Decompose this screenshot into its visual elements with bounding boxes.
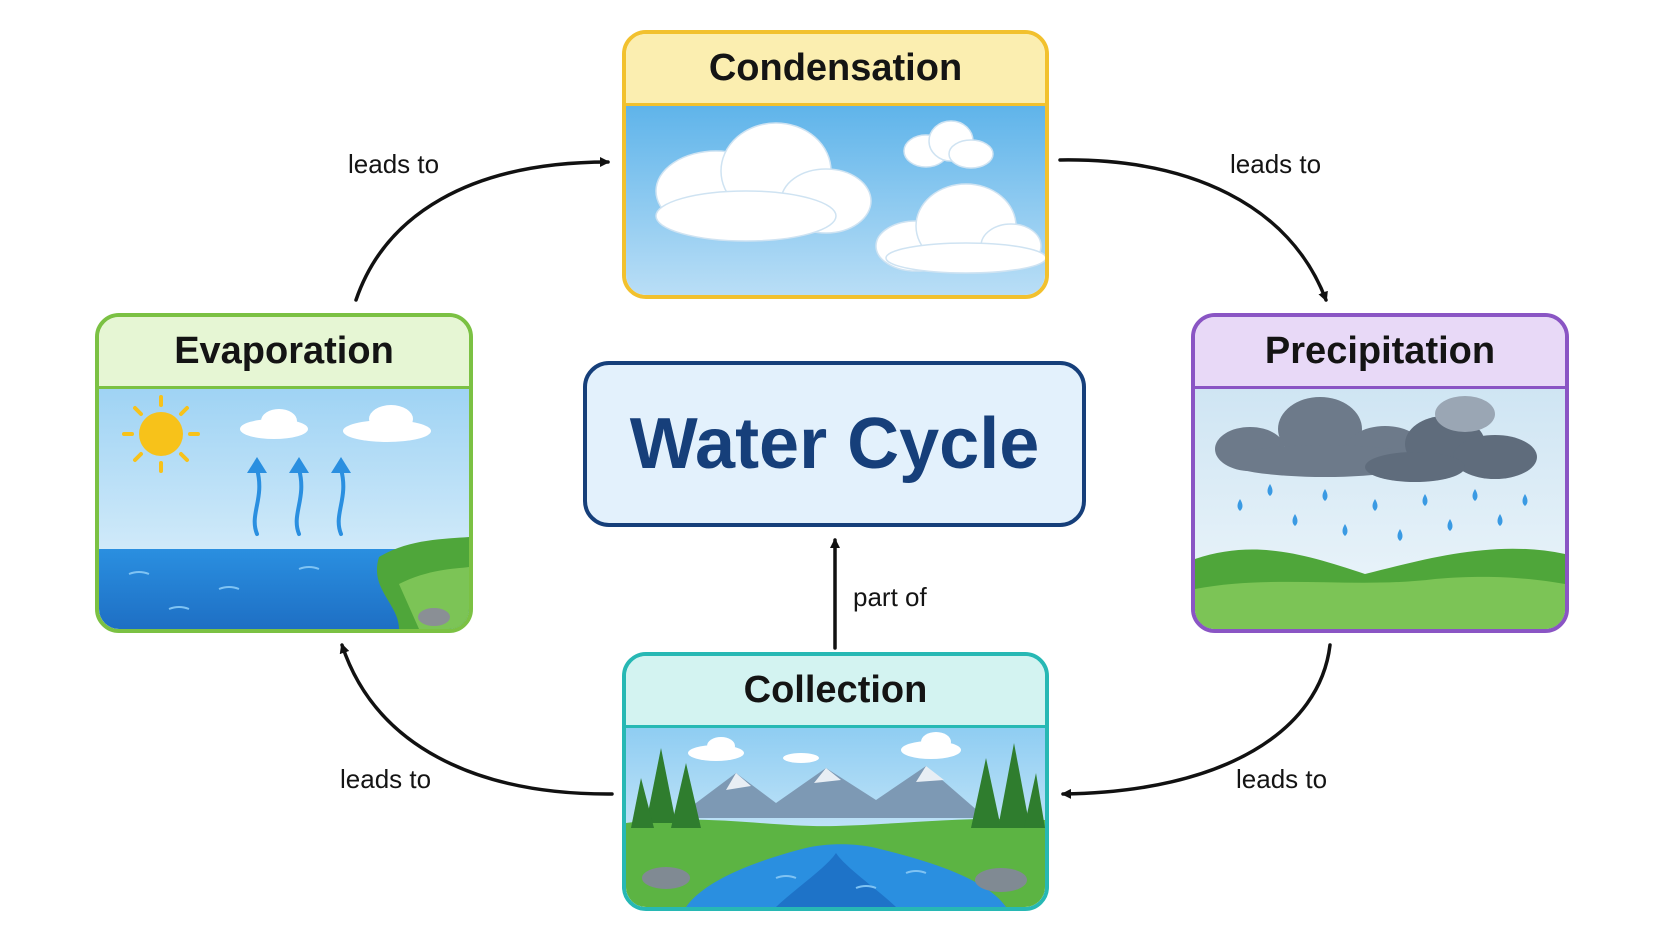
arrow-evaporation-to-condensation [354,157,610,302]
edge-label-evaporation-condensation: leads to [348,149,440,179]
stage-card-condensation: Condensation [622,30,1049,299]
edge-label-precipitation-collection: leads to [1236,764,1328,794]
river-landscape-illustration [626,728,1045,907]
stage-header-collection: Collection [626,656,1045,728]
arrow-precipitation-to-collection [1061,643,1332,799]
edge-label-collection-center: part of [853,582,927,612]
rain-illustration [1195,389,1565,629]
center-node-water-cycle: Water Cycle [583,361,1086,527]
stage-title-collection: Collection [743,669,928,711]
arrow-condensation-to-precipitation [1058,158,1328,302]
stage-header-condensation: Condensation [626,34,1045,106]
stage-title-condensation: Condensation [708,47,963,89]
edge-label-condensation-precipitation: leads to [1230,149,1322,179]
sun-icon [122,395,200,473]
stage-card-evaporation: Evaporation [95,313,473,633]
arrow-collection-to-evaporation [339,643,614,796]
stage-card-collection: Collection [622,652,1049,911]
edge-label-collection-evaporation: leads to [340,764,432,794]
center-title: Water Cycle [629,404,1040,484]
clouds-illustration [626,106,1045,295]
stage-header-evaporation: Evaporation [99,317,469,389]
evaporation-illustration [99,389,469,629]
stage-header-precipitation: Precipitation [1195,317,1565,389]
stage-title-evaporation: Evaporation [174,330,394,372]
stage-title-precipitation: Precipitation [1264,330,1496,372]
stage-card-precipitation: Precipitation [1191,313,1569,633]
